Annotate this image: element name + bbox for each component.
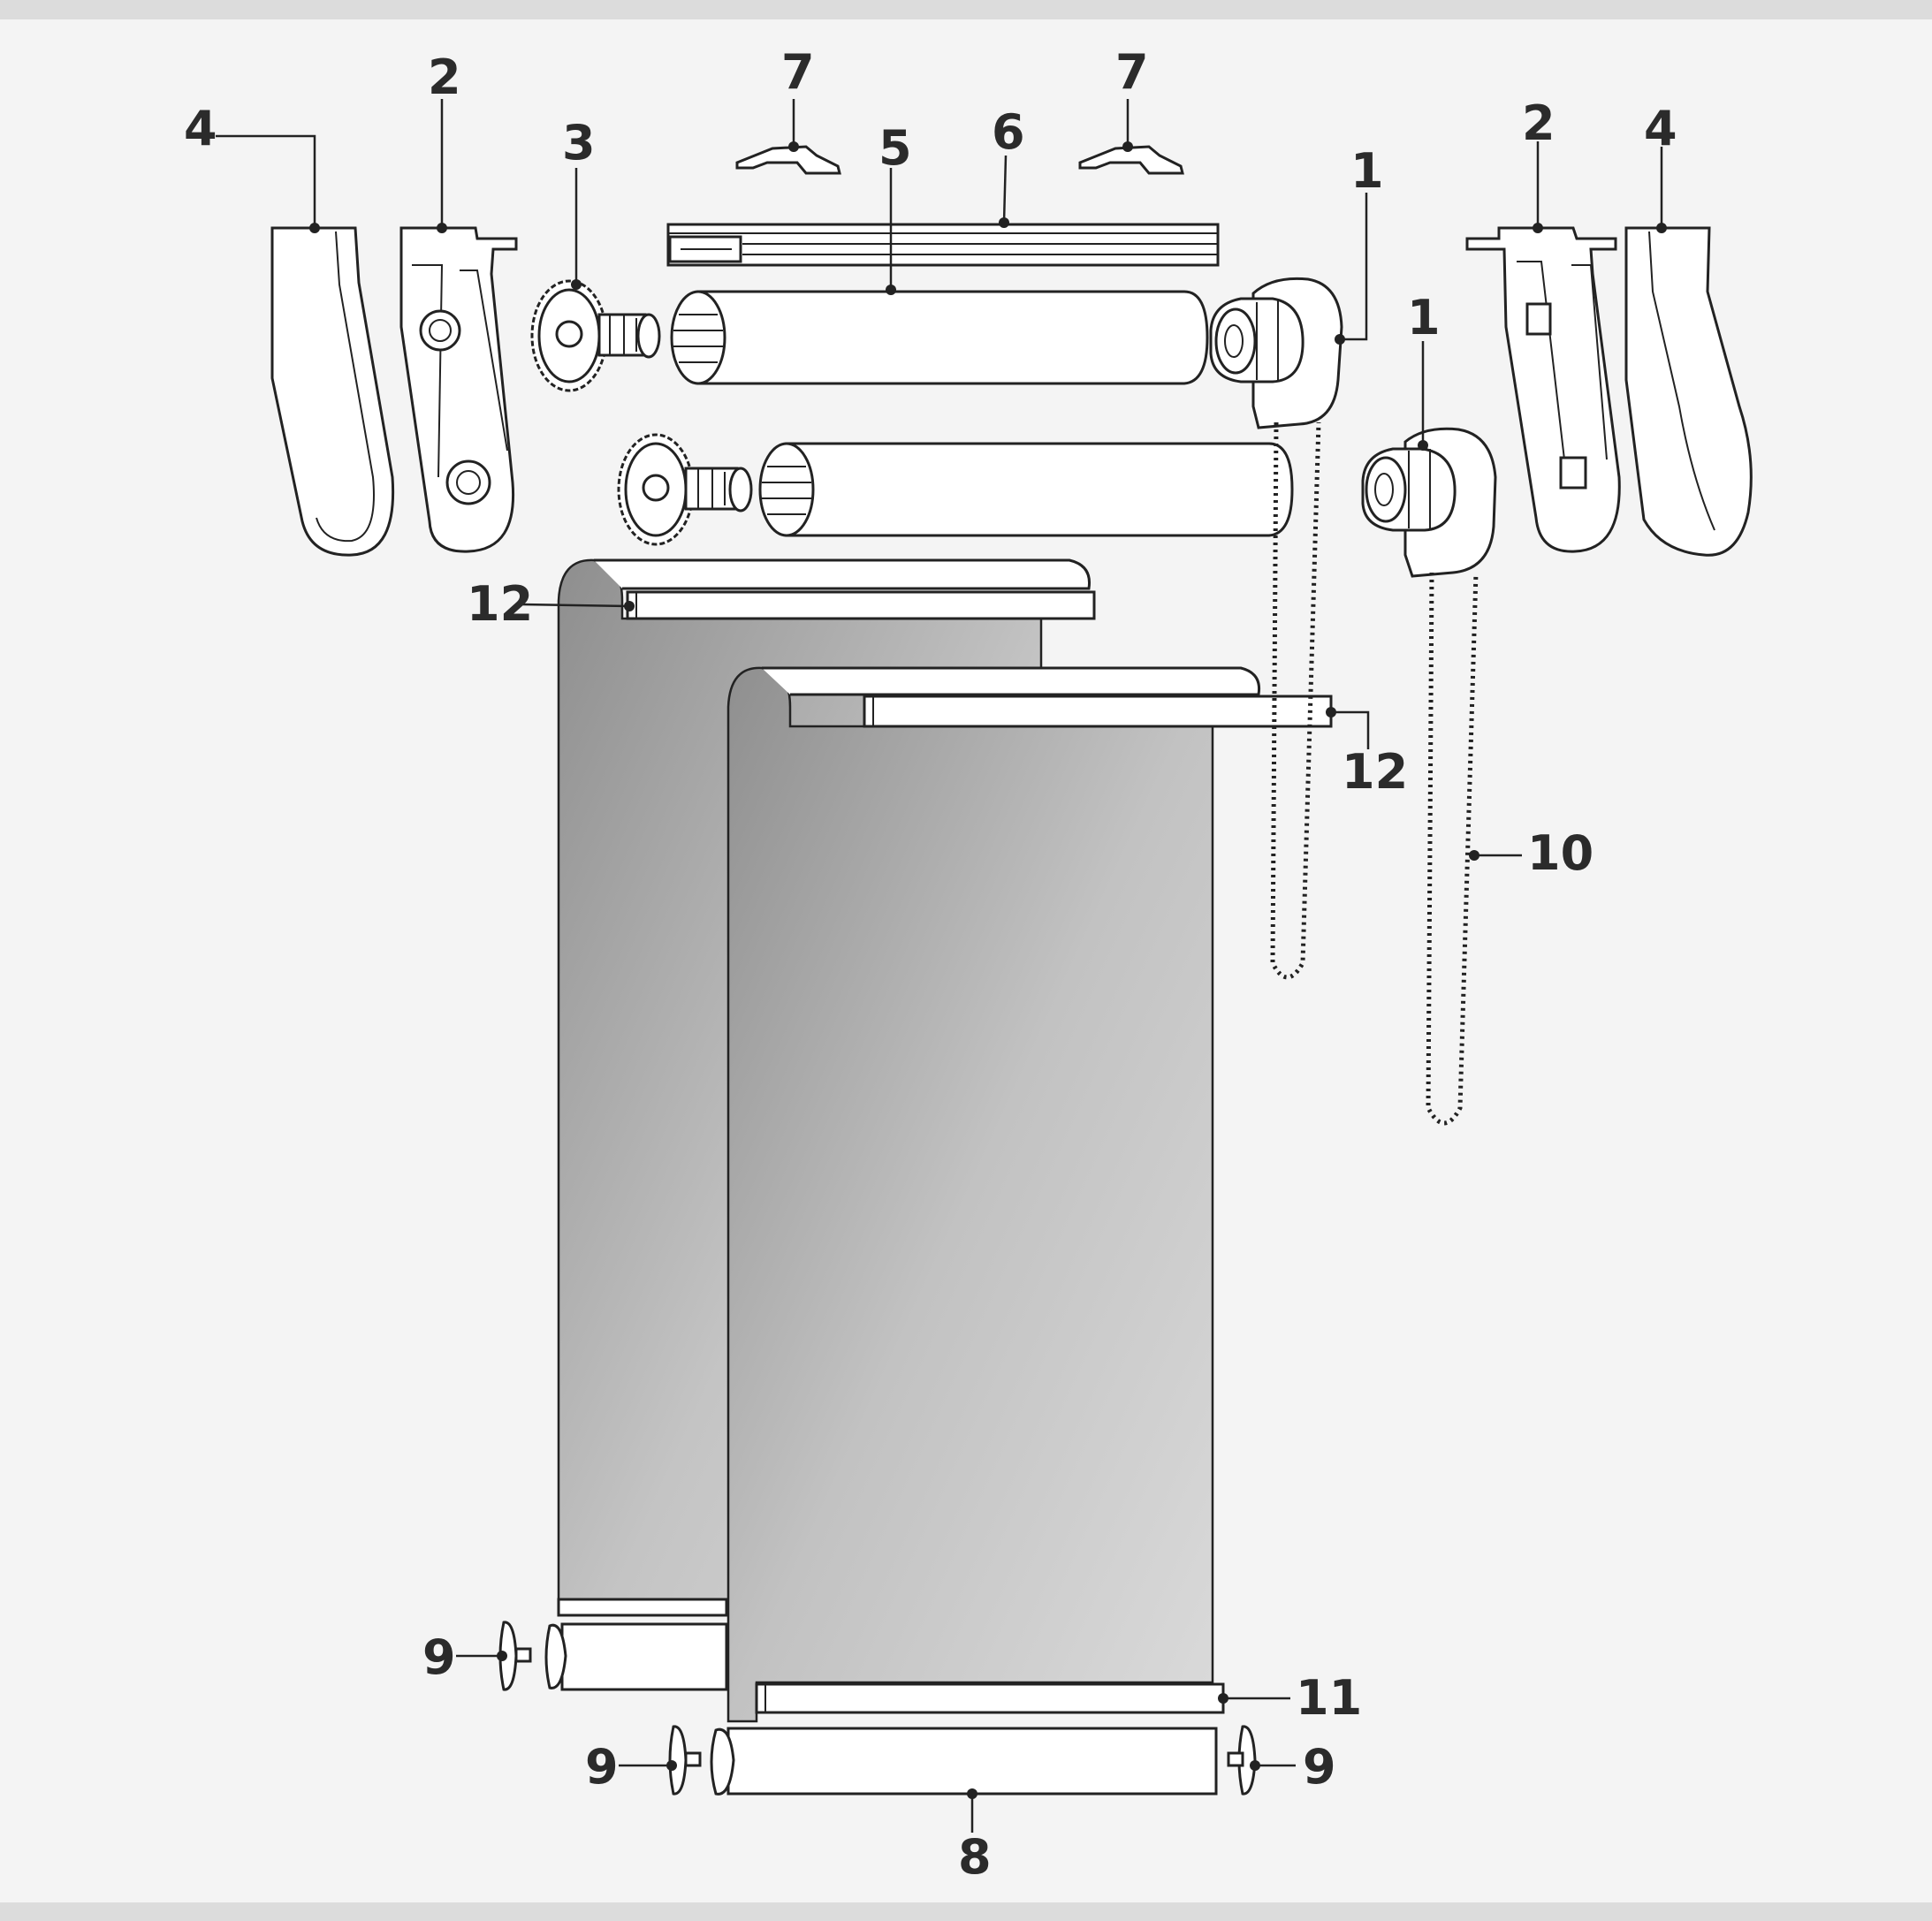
bead-chain-bottom (1426, 572, 1479, 1126)
callout-10: 10 (1527, 825, 1594, 881)
bottom-border-band (0, 1902, 1932, 1921)
callout-4-right: 4 (1644, 101, 1677, 156)
callout-9-lower-left: 9 (585, 1739, 619, 1795)
end-cover-right (1624, 226, 1753, 557)
callout-2-right: 2 (1522, 95, 1555, 151)
end-cap-lower-right (1227, 1725, 1257, 1796)
control-unit-top (1209, 277, 1343, 429)
fabric-front (726, 666, 1333, 1723)
control-unit-bottom (1361, 427, 1497, 578)
callout-6: 6 (992, 104, 1025, 160)
callout-5: 5 (879, 120, 912, 176)
leader-lines (216, 99, 1667, 1833)
callout-7-left: 7 (781, 44, 815, 100)
callout-4-left: 4 (184, 101, 217, 156)
callout-7-right: 7 (1115, 44, 1149, 100)
callout-3: 3 (562, 115, 596, 171)
callout-8: 8 (958, 1829, 992, 1885)
idler-end-plug-bottom (617, 433, 753, 546)
callout-11: 11 (1296, 1670, 1362, 1726)
clip-right (1078, 145, 1184, 175)
top-border-band (0, 0, 1932, 19)
roller-tube-top (670, 290, 1209, 385)
bottom-rail (710, 1727, 1218, 1796)
clip-left (735, 145, 841, 175)
callout-12-left: 12 (467, 576, 533, 632)
callout-12-right: 12 (1342, 744, 1408, 800)
headrail (666, 223, 1220, 267)
callout-2-left: 2 (428, 49, 461, 105)
callout-1-top: 1 (1350, 143, 1384, 199)
callout-numbers: 1 1 2 2 3 4 4 5 6 7 7 8 9 9 9 10 11 12 1… (184, 44, 1677, 1885)
end-cap-lower-left (668, 1725, 702, 1796)
idler-end-plug-top (530, 279, 661, 392)
end-cover-left (270, 226, 395, 557)
callout-9-lower-right: 9 (1303, 1739, 1336, 1795)
callout-1-bottom: 1 (1407, 290, 1441, 345)
roller-tube-bottom (758, 442, 1294, 537)
bottom-rail-back (544, 1598, 728, 1691)
callout-9-upper-left: 9 (422, 1629, 456, 1685)
bottom-bar-insert (755, 1682, 1225, 1714)
bracket-left (399, 226, 518, 553)
bracket-right (1465, 226, 1621, 553)
